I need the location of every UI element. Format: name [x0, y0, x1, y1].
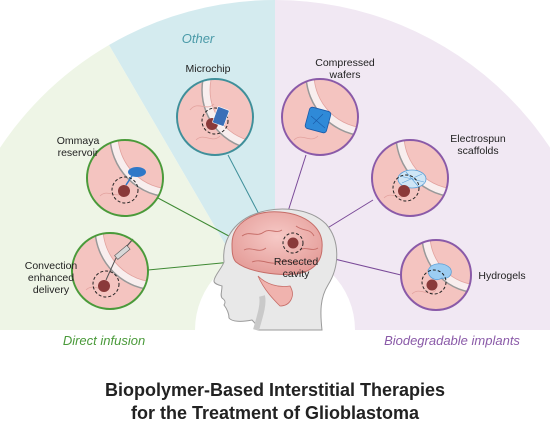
label-ommaya-line-1: Ommaya [57, 135, 100, 147]
connector-lines-direct [147, 197, 241, 271]
node-ommaya-reservoir [86, 139, 164, 217]
node-convection-enhanced-delivery [71, 232, 149, 310]
node-microchip [176, 78, 254, 156]
resection-boundary [282, 232, 304, 254]
sector-label-direct-infusion: Direct infusion [63, 333, 145, 348]
sector-label-other: Other [182, 31, 215, 46]
center-label-line-1: Resected [274, 256, 319, 268]
label-microchip: Microchip [186, 63, 231, 75]
node-hydrogels [400, 239, 472, 311]
neck-stem [253, 295, 266, 331]
label-ommaya-line-2: reservoir [58, 147, 99, 159]
cerebellum [257, 275, 293, 307]
figure-title-line-2: for the Treatment of Glioblastoma [130, 403, 420, 423]
figure-title-line-1: Biopolymer-Based Interstitial Therapies [104, 380, 446, 400]
label-convection-line-3: delivery [33, 284, 70, 296]
label-convection-line-2: enhanced [28, 272, 74, 284]
node-compressed-wafers [281, 78, 359, 156]
brain [231, 211, 323, 275]
node-electrospun-scaffolds [371, 139, 449, 217]
label-hydrogels: Hydrogels [478, 270, 525, 282]
connector-line-microchip [227, 154, 263, 221]
label-electrospun-line-1: Electrospun [450, 133, 506, 145]
tumor-cavity [287, 237, 299, 249]
label-electrospun-line-2: scaffolds [457, 145, 498, 157]
label-wafers-line-1: Compressed [315, 57, 375, 69]
wafer-icon [304, 106, 332, 134]
label-wafers-line-2: wafers [329, 69, 361, 81]
center-label-line-2: cavity [283, 268, 311, 280]
reservoir-dome [128, 167, 146, 177]
label-convection-line-1: Convection [25, 260, 78, 272]
microchip-icon [212, 106, 230, 127]
sector-label-biodegradable-implants: Biodegradable implants [384, 333, 520, 348]
head-illustration: Resected cavity [213, 208, 338, 331]
brain-folds [241, 225, 319, 264]
